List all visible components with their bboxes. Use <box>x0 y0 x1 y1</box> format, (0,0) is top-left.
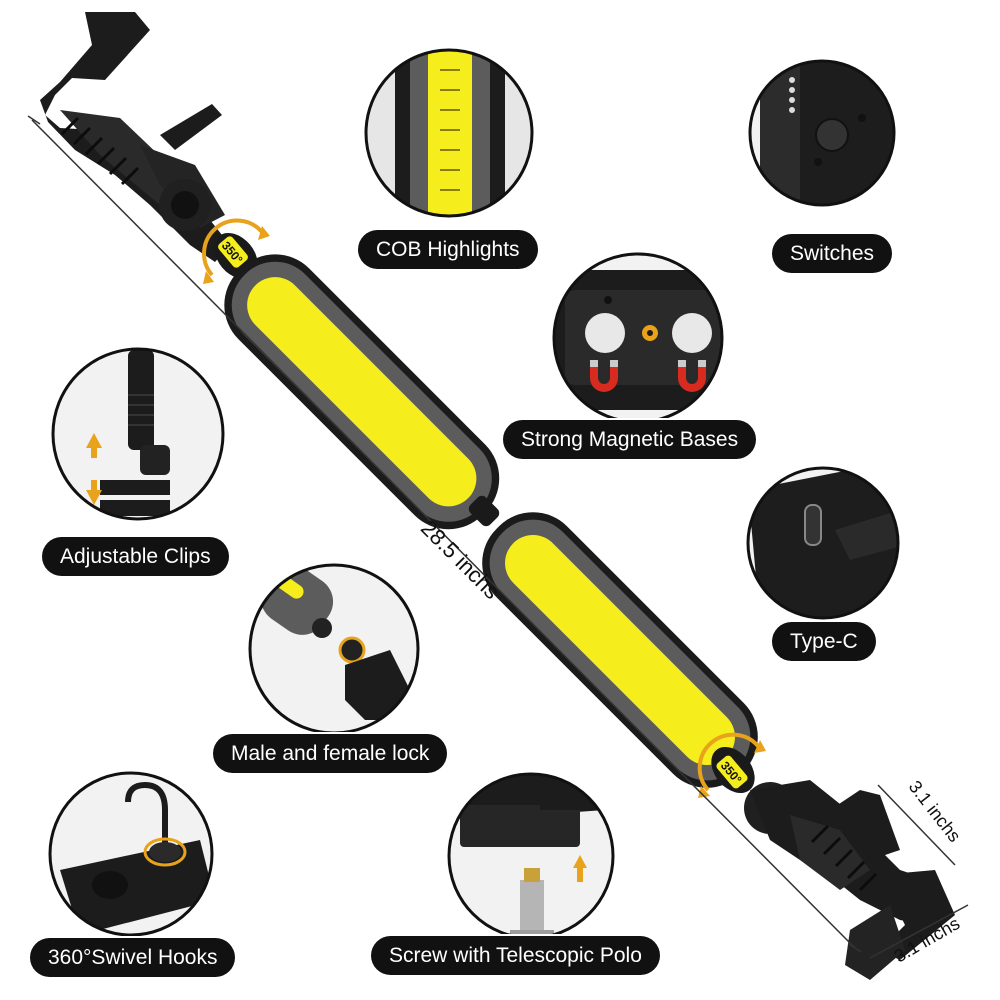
middle-joint <box>468 495 500 527</box>
label-swivel-hooks: 360°Swivel Hooks <box>30 938 236 977</box>
detail-male-female-lock <box>248 563 420 735</box>
label-adjustable-clips: Adjustable Clips <box>42 537 229 576</box>
clip-width-label: 3.1 inchs <box>905 777 965 846</box>
rotation-badge-top: 350° <box>202 218 270 284</box>
cob-panel-upper <box>224 254 500 530</box>
detail-screw <box>447 772 615 940</box>
top-clamp <box>40 12 230 262</box>
detail-magnetic-bases <box>552 252 724 424</box>
detail-type-c <box>746 466 900 620</box>
detail-cob-highlights <box>364 48 534 218</box>
bottom-clamp <box>744 780 955 980</box>
label-cob-highlights: COB Highlights <box>358 230 538 269</box>
detail-switches <box>748 59 896 207</box>
label-switches: Switches <box>772 234 893 273</box>
detail-swivel-hooks <box>48 771 214 937</box>
cob-panel-lower <box>482 512 758 788</box>
detail-adjustable-clips <box>51 347 225 521</box>
rotation-badge-bottom: 350° <box>697 732 766 798</box>
main-light-bar: 350° 350° <box>40 12 955 980</box>
label-type-c: Type-C <box>772 622 876 661</box>
label-magnetic-bases: Strong Magnetic Bases <box>503 420 757 459</box>
label-male-female-lock: Male and female lock <box>213 734 448 773</box>
label-screw-telescopic: Screw with Telescopic Polo <box>371 936 660 975</box>
